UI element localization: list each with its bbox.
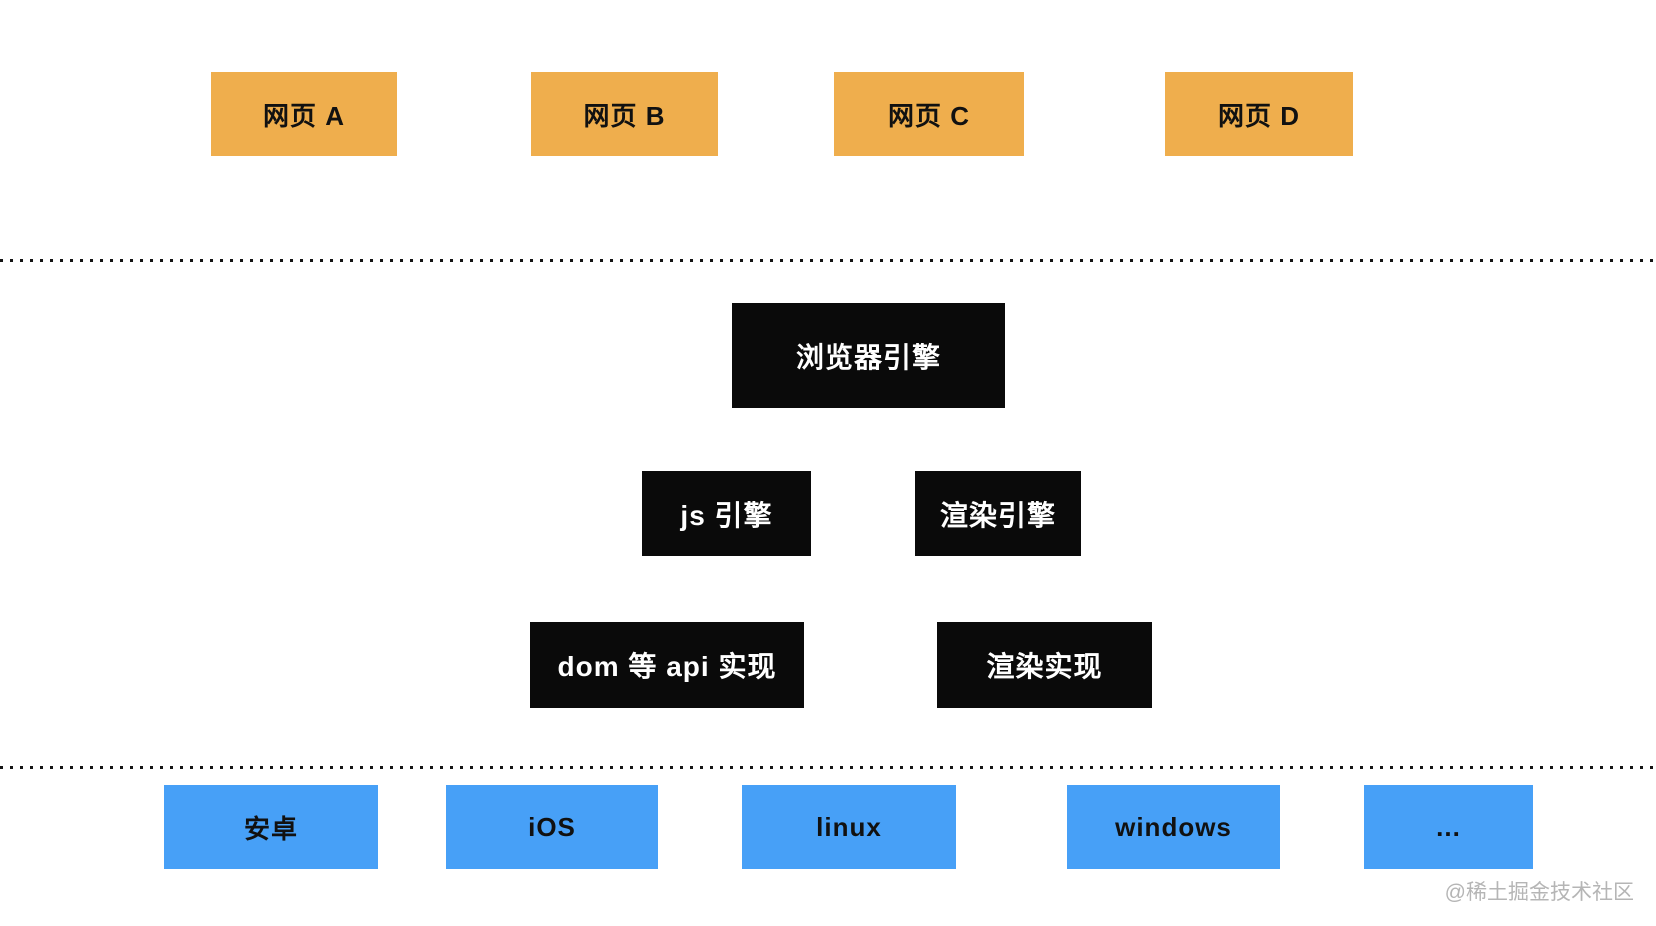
platform-android-box: 安卓 — [164, 785, 378, 869]
webpage-c-box: 网页 C — [834, 72, 1024, 156]
platform-linux-box: linux — [742, 785, 956, 869]
webpage-b-box: 网页 B — [531, 72, 718, 156]
render-engine-box: 渲染引擎 — [915, 471, 1081, 556]
platform-windows-box: windows — [1067, 785, 1280, 869]
dotted-divider-bottom — [0, 766, 1656, 769]
render-implementation-box: 渲染实现 — [937, 622, 1152, 708]
dotted-divider-top — [0, 259, 1656, 262]
dom-api-implementation-box: dom 等 api 实现 — [530, 622, 804, 708]
juejin-watermark: @稀土掘金技术社区 — [1444, 881, 1634, 904]
webpage-d-box: 网页 D — [1165, 72, 1353, 156]
platform-ios-box: iOS — [446, 785, 658, 869]
platform-more-box: ... — [1364, 785, 1533, 869]
browser-engine-box: 浏览器引擎 — [732, 303, 1005, 408]
webpage-a-box: 网页 A — [211, 72, 397, 156]
js-engine-box: js 引擎 — [642, 471, 811, 556]
